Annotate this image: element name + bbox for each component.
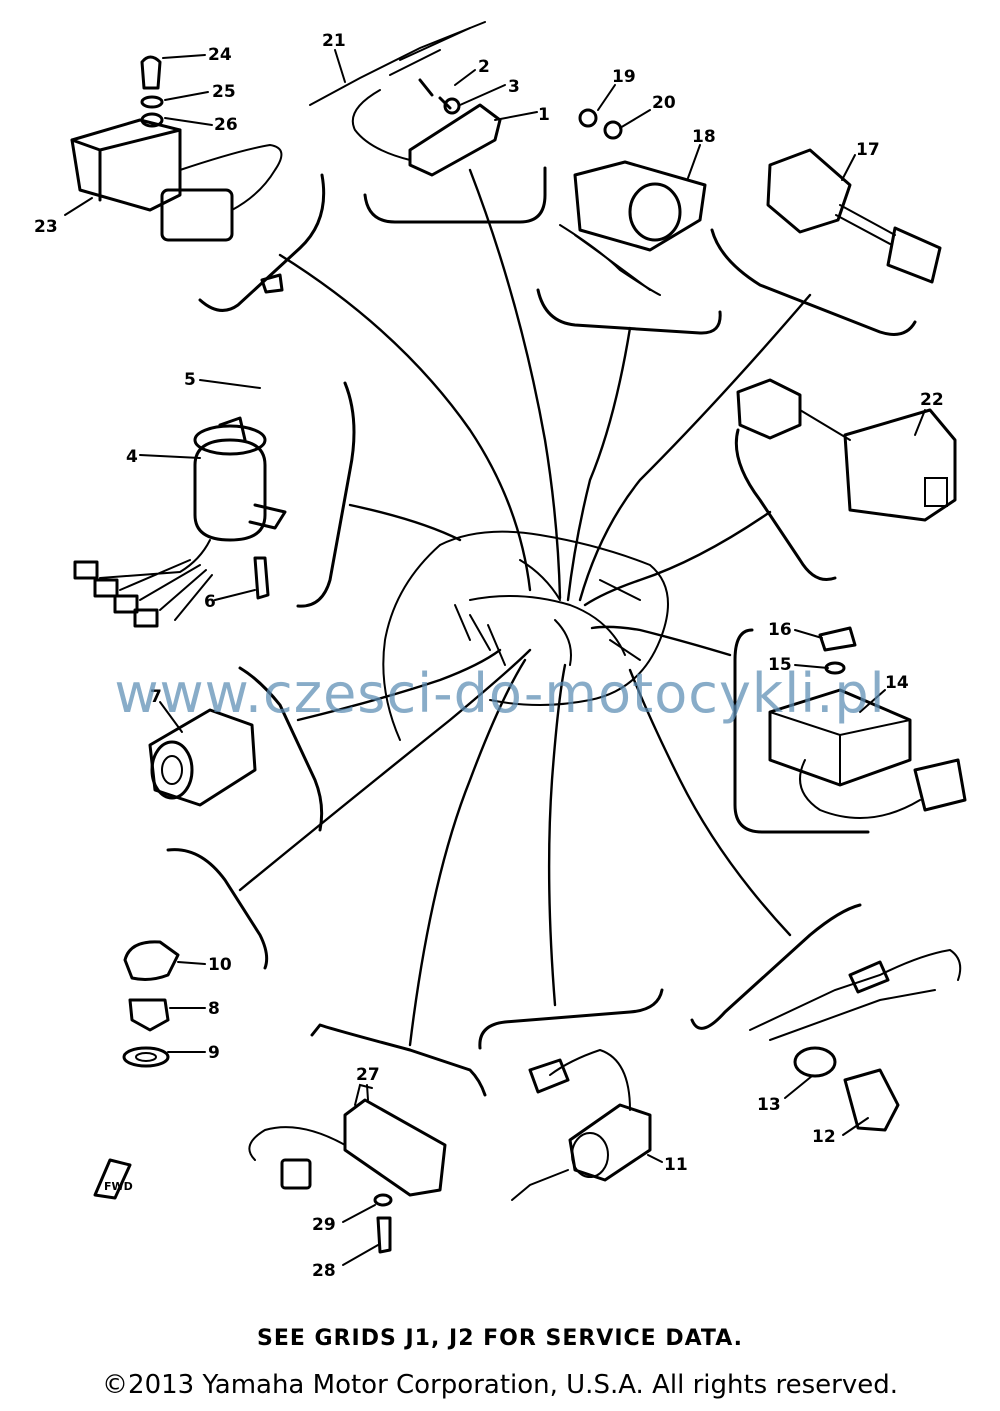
label-part-3: 3 bbox=[508, 77, 520, 97]
label-part-20: 20 bbox=[652, 93, 676, 113]
label-part-8: 8 bbox=[208, 999, 220, 1019]
label-part-23: 23 bbox=[34, 217, 58, 237]
label-part-19: 19 bbox=[612, 67, 636, 87]
label-part-7: 7 bbox=[150, 687, 162, 707]
label-part-29: 29 bbox=[312, 1215, 336, 1235]
frame-outline bbox=[382, 530, 669, 741]
callout-leaders bbox=[64, 49, 926, 1266]
fwd-arrow: FWD bbox=[93, 1158, 133, 1200]
watermark: www.czesci-do-motocykli.pl bbox=[114, 662, 886, 725]
label-part-2: 2 bbox=[478, 57, 490, 77]
tail-27-group bbox=[248, 1083, 447, 1254]
label-part-16: 16 bbox=[768, 620, 792, 640]
leader-lines bbox=[238, 168, 812, 1047]
label-part-14: 14 bbox=[885, 673, 909, 693]
main-switch-4-group bbox=[73, 273, 287, 628]
label-part-13: 13 bbox=[757, 1095, 781, 1115]
label-part-22: 22 bbox=[920, 390, 944, 410]
label-part-11: 11 bbox=[664, 1155, 688, 1175]
connector-17 bbox=[766, 148, 942, 284]
label-part-21: 21 bbox=[322, 31, 346, 51]
service-note: SEE GRIDS J1, J2 FOR SERVICE DATA. bbox=[256, 1326, 744, 1351]
label-part-15: 15 bbox=[768, 655, 792, 675]
label-part-1: 1 bbox=[538, 105, 550, 125]
flasher-7 bbox=[148, 708, 257, 807]
group-brackets bbox=[166, 166, 917, 1097]
label-part-17: 17 bbox=[856, 140, 880, 160]
label-part-25: 25 bbox=[212, 82, 236, 102]
label-part-5: 5 bbox=[184, 370, 196, 390]
cdi-unit-23 bbox=[70, 55, 283, 242]
label-part-10: 10 bbox=[208, 955, 232, 975]
label-part-28: 28 bbox=[312, 1261, 336, 1281]
label-part-12: 12 bbox=[812, 1127, 836, 1147]
label-part-27: 27 bbox=[356, 1065, 380, 1085]
copyright-notice: ©2013 Yamaha Motor Corporation, U.S.A. A… bbox=[102, 1370, 898, 1400]
label-part-24: 24 bbox=[208, 45, 232, 65]
label-part-26: 26 bbox=[214, 115, 238, 135]
sensor-12-13-group bbox=[749, 948, 962, 1132]
label-part-18: 18 bbox=[692, 127, 716, 147]
connector-22 bbox=[736, 378, 957, 522]
switch-8-10-group bbox=[122, 940, 180, 1068]
switch-11 bbox=[511, 1048, 652, 1201]
label-part-9: 9 bbox=[208, 1043, 220, 1063]
label-part-6: 6 bbox=[204, 592, 216, 612]
part-number-labels: 1 2 3 4 5 6 7 8 9 10 11 12 13 14 15 16 1… bbox=[34, 31, 944, 1281]
relay-1-group bbox=[309, 21, 502, 177]
relay-18-group bbox=[559, 108, 707, 296]
regulator-14-group bbox=[768, 626, 967, 819]
fwd-label: FWD bbox=[104, 1180, 133, 1193]
label-part-4: 4 bbox=[126, 447, 138, 467]
